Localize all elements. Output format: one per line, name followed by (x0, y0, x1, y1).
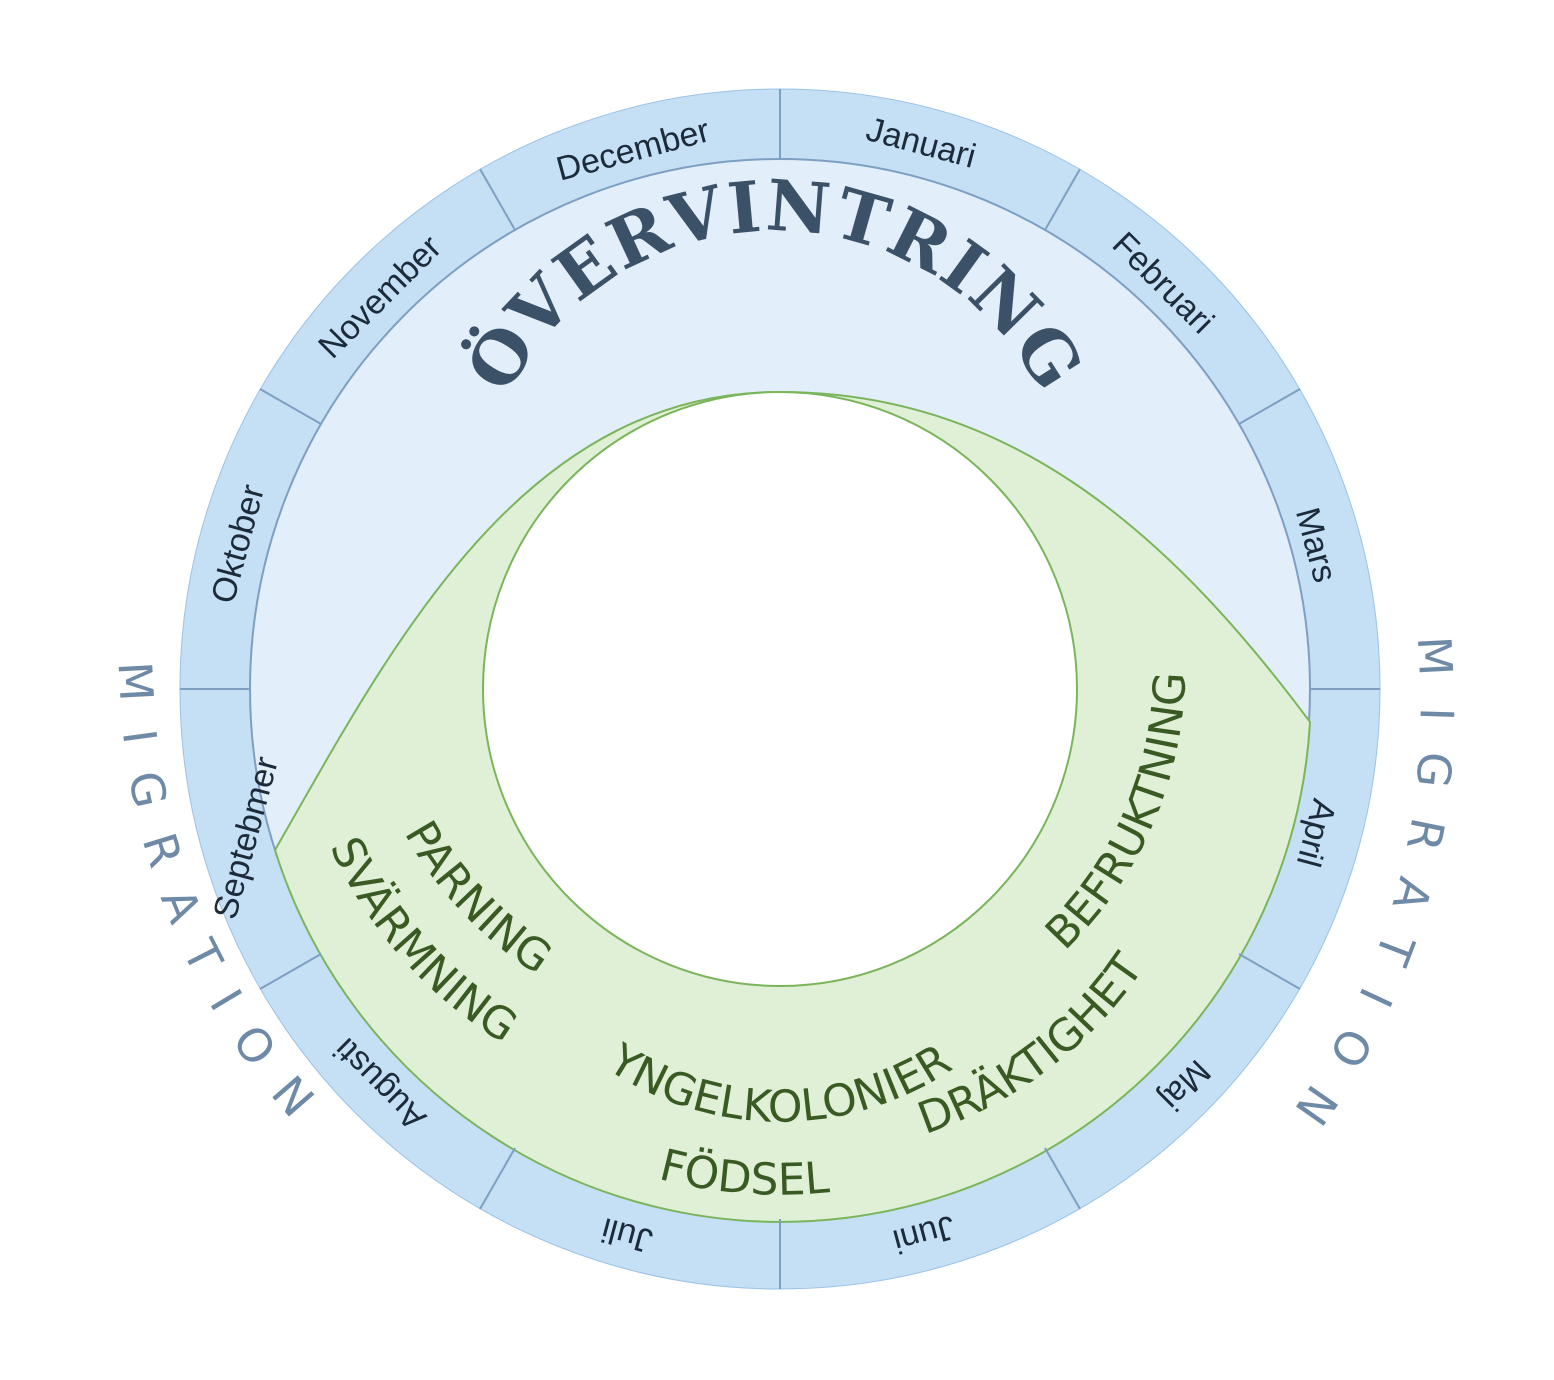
month-dividers (180, 89, 1380, 1289)
center-circle (482, 391, 1078, 987)
